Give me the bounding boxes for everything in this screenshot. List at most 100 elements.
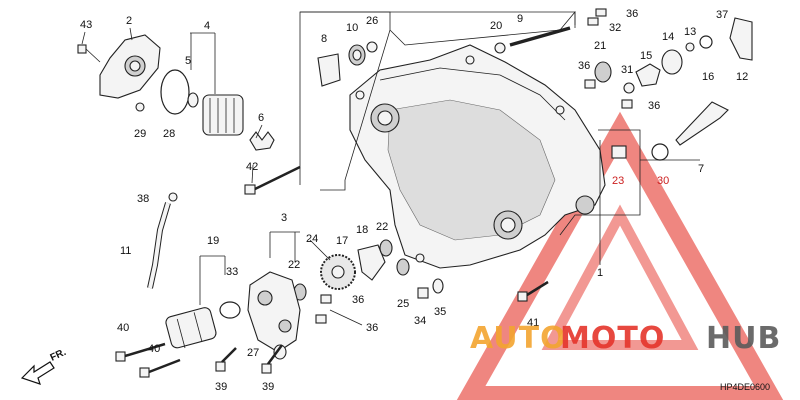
- part-40-bolt-upper[interactable]: [115, 342, 166, 362]
- callout-3: 3: [281, 212, 287, 224]
- callout-7: 7: [698, 163, 704, 175]
- callout-36-mid: 36: [578, 60, 590, 72]
- watermark-text: AUTO MOTO HUB: [470, 321, 781, 356]
- part-35-seal[interactable]: [432, 278, 444, 294]
- part-22-seal-right[interactable]: [379, 239, 393, 257]
- front-arrow-icon: [20, 361, 55, 385]
- callout-32: 32: [609, 22, 621, 34]
- callout-5: 5: [185, 55, 191, 67]
- callout-22-left: 22: [288, 259, 300, 271]
- callout-20: 20: [490, 20, 502, 32]
- callout-14: 14: [662, 31, 674, 43]
- callout-39-left: 39: [215, 381, 227, 393]
- part-28-oring[interactable]: [160, 69, 190, 115]
- callout-15: 15: [640, 50, 652, 62]
- part-25-seal[interactable]: [396, 258, 410, 276]
- part-18-arm[interactable]: [357, 244, 386, 281]
- callout-43: 43: [80, 19, 92, 31]
- callout-23: 23: [612, 175, 624, 187]
- part-38-clip[interactable]: [168, 192, 178, 202]
- callout-4: 4: [204, 20, 210, 32]
- part-26-oring[interactable]: [366, 41, 378, 53]
- part-12-bracket[interactable]: [729, 17, 753, 61]
- part-6-spring[interactable]: [249, 131, 275, 151]
- callout-11: 11: [120, 245, 131, 257]
- callout-26: 26: [366, 15, 378, 27]
- part-13-washer[interactable]: [685, 42, 695, 52]
- callout-21: 21: [594, 40, 606, 52]
- part-4-oil-filter[interactable]: [202, 94, 244, 136]
- callout-31: 31: [621, 64, 633, 76]
- callout-27: 27: [247, 347, 259, 359]
- part-14-switch[interactable]: [661, 49, 683, 75]
- callout-34: 34: [414, 315, 426, 327]
- part-19-motor[interactable]: [165, 306, 218, 349]
- part-23-plug[interactable]: [611, 145, 627, 159]
- callout-36-right: 36: [648, 100, 660, 112]
- callout-36-lower: 36: [366, 322, 378, 334]
- part-21-seal[interactable]: [594, 61, 612, 83]
- callout-1: 1: [597, 267, 603, 279]
- part-36-dowel-mid[interactable]: [584, 79, 596, 89]
- crankcase-cover: [349, 44, 627, 269]
- part-16-ring[interactable]: [699, 35, 713, 49]
- diagram-code: HP4DE0600: [720, 382, 770, 392]
- part-9-pin[interactable]: [509, 26, 571, 47]
- part-39-bolt-right[interactable]: [261, 344, 284, 374]
- callout-8: 8: [321, 33, 327, 45]
- callout-42: 42: [246, 161, 258, 173]
- part-40-bolt-lower[interactable]: [139, 358, 181, 378]
- callout-40-upper: 40: [117, 322, 129, 334]
- part-27-washer[interactable]: [273, 344, 287, 360]
- callout-19: 19: [207, 235, 219, 247]
- watermark-hub: HUB: [706, 321, 781, 356]
- part-36-dowel-gear[interactable]: [320, 294, 332, 304]
- part-36-dowel-right[interactable]: [621, 99, 633, 109]
- callout-9: 9: [517, 13, 523, 25]
- part-42-bolt[interactable]: [244, 165, 301, 195]
- part-36-dowel-top[interactable]: [595, 8, 607, 17]
- part-10-seal[interactable]: [348, 44, 366, 66]
- callout-24: 24: [306, 233, 318, 245]
- callout-38: 38: [137, 193, 149, 205]
- callout-22-right: 22: [376, 221, 388, 233]
- part-32-pin[interactable]: [587, 17, 599, 26]
- callout-41: 41: [527, 317, 539, 329]
- callout-36-top: 36: [626, 8, 638, 20]
- part-7-dipstick[interactable]: [675, 101, 729, 146]
- callout-2: 2: [126, 15, 132, 27]
- part-41-bolt[interactable]: [517, 280, 549, 302]
- callout-36-gear: 36: [352, 294, 364, 306]
- part-2-cover[interactable]: [99, 34, 161, 99]
- callout-35: 35: [434, 306, 446, 318]
- part-43-bolt[interactable]: [77, 44, 101, 63]
- callout-33: 33: [226, 266, 238, 278]
- callout-37: 37: [716, 9, 728, 21]
- callout-39-right: 39: [262, 381, 274, 393]
- part-39-bolt-left[interactable]: [215, 347, 237, 372]
- part-15-sensor[interactable]: [635, 63, 661, 87]
- part-3-housing[interactable]: [247, 271, 301, 353]
- watermark-logo: [456, 111, 784, 400]
- part-31-oring[interactable]: [623, 82, 635, 94]
- part-36-dowel-lower[interactable]: [315, 314, 327, 324]
- part-30-oring[interactable]: [651, 143, 669, 161]
- callout-28: 28: [163, 128, 175, 140]
- part-11-hose[interactable]: [147, 202, 171, 289]
- part-8-fitting[interactable]: [317, 53, 341, 87]
- callout-6: 6: [258, 112, 264, 124]
- part-33-oring[interactable]: [219, 301, 241, 319]
- part-17-gear[interactable]: [320, 254, 356, 290]
- callout-30: 30: [657, 175, 669, 187]
- callout-29: 29: [134, 128, 146, 140]
- leader-lines: [81, 12, 700, 326]
- part-5-ring[interactable]: [187, 92, 199, 108]
- part-34-nut[interactable]: [417, 287, 429, 299]
- callout-12: 12: [736, 71, 748, 83]
- callout-16: 16: [702, 71, 714, 83]
- callout-10: 10: [346, 22, 358, 34]
- part-29-oring[interactable]: [135, 102, 145, 112]
- part-20-washer[interactable]: [494, 42, 506, 54]
- watermark-auto: AUTO: [470, 321, 567, 356]
